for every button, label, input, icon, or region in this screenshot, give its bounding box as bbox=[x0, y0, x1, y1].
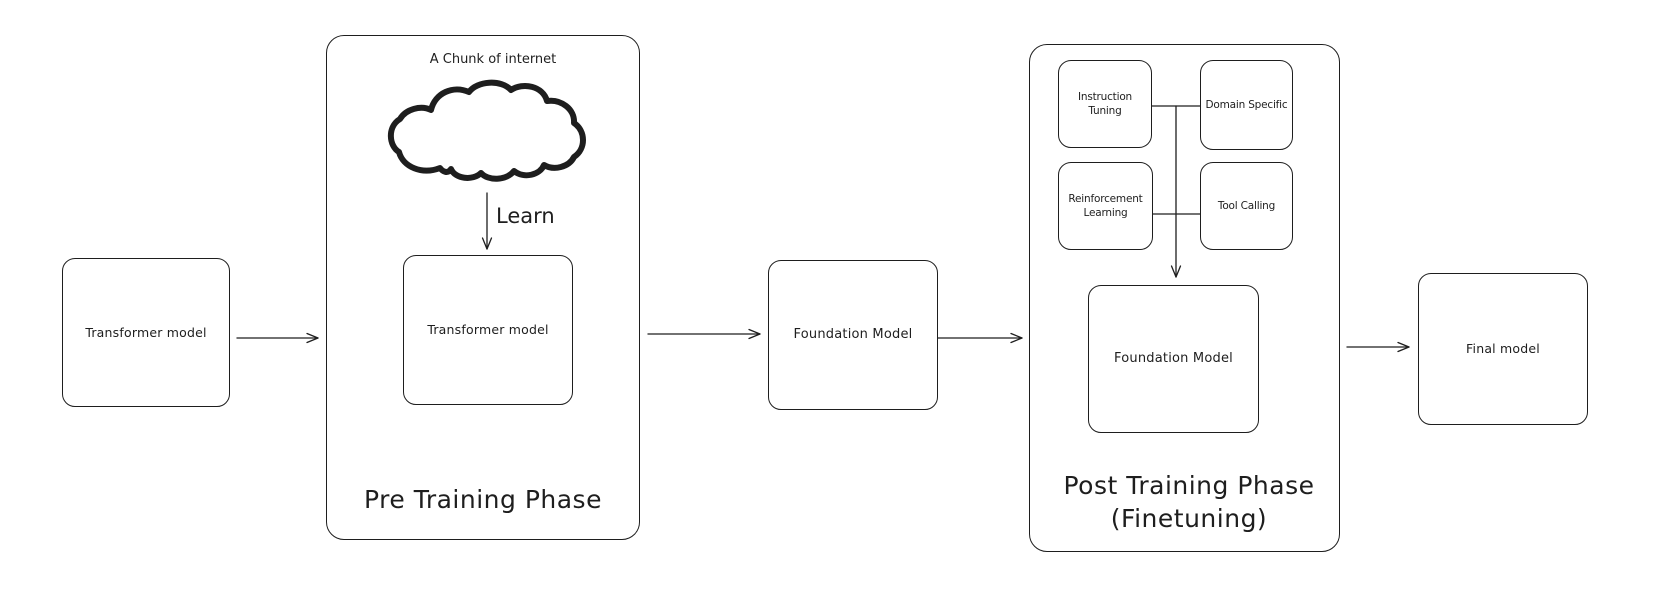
node-label: Transformer model bbox=[427, 322, 549, 338]
node-foundation-model: Foundation Model bbox=[768, 260, 938, 410]
arrow-input-to-pretraining bbox=[236, 332, 319, 344]
technique-connector-lines bbox=[1151, 105, 1201, 278]
node-label: Foundation Model bbox=[793, 326, 913, 342]
node-label: Domain Specific bbox=[1205, 98, 1288, 111]
post-training-phase-title: Post Training Phase (Finetuning) bbox=[1064, 469, 1315, 535]
group-pre-training-phase bbox=[326, 35, 640, 540]
group-post-training-phase bbox=[1029, 44, 1340, 552]
cloud-caption: A Chunk of internet bbox=[429, 52, 557, 67]
node-domain-specific: Domain Specific bbox=[1200, 60, 1293, 150]
arrow-posttraining-to-final bbox=[1346, 341, 1410, 353]
node-label: Final model bbox=[1466, 341, 1540, 357]
node-label: Reinforcement Learning bbox=[1068, 192, 1143, 219]
post-title-line2: (Finetuning) bbox=[1110, 504, 1268, 533]
arrow-pretraining-to-foundation bbox=[647, 328, 761, 340]
node-transformer-pretraining: Transformer model bbox=[403, 255, 573, 405]
arrow-foundation-to-posttraining bbox=[937, 332, 1023, 344]
post-title-line1: Post Training Phase bbox=[1063, 471, 1315, 500]
node-reinforcement-learning: Reinforcement Learning bbox=[1058, 162, 1153, 250]
learn-caption: Learn bbox=[496, 204, 555, 228]
node-tool-calling: Tool Calling bbox=[1200, 162, 1293, 250]
node-label: Foundation Model bbox=[1114, 350, 1233, 366]
node-final-model: Final model bbox=[1418, 273, 1588, 425]
arrow-cloud-to-model bbox=[481, 192, 493, 250]
node-label: Transformer model bbox=[85, 324, 207, 340]
node-label: Instruction Tuning bbox=[1078, 90, 1132, 117]
node-foundation-model-posttraining: Foundation Model bbox=[1088, 285, 1259, 433]
pre-training-phase-title: Pre Training Phase bbox=[364, 485, 602, 514]
node-label: Tool Calling bbox=[1217, 199, 1276, 212]
cloud-icon bbox=[387, 79, 586, 182]
node-transformer-input: Transformer model bbox=[62, 258, 230, 407]
node-instruction-tuning: Instruction Tuning bbox=[1058, 60, 1152, 148]
